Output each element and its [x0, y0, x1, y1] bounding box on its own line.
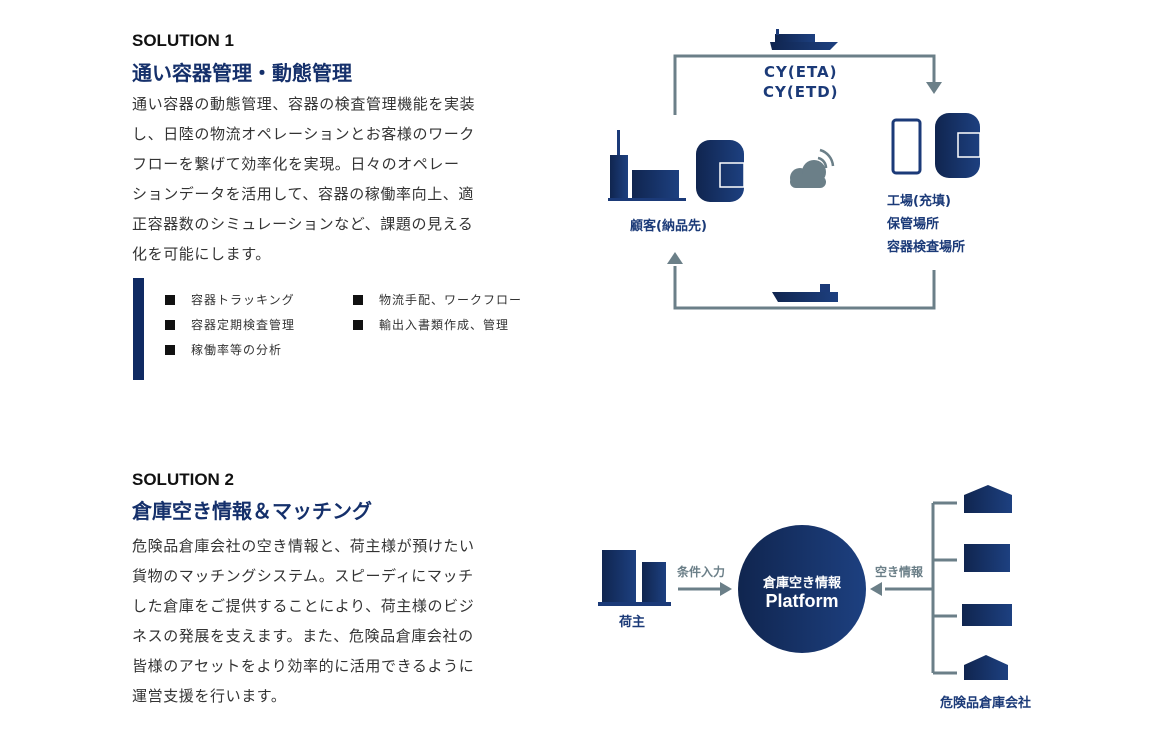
accent-bar [133, 278, 144, 380]
para-line: 化を可能にします。 [132, 245, 271, 263]
arrowhead [667, 252, 683, 264]
vacancy-label: 空き情報 [875, 565, 924, 579]
ship-icon [772, 284, 838, 302]
arrow-top [673, 54, 936, 115]
ship-icon [770, 29, 838, 50]
arrowhead [720, 582, 732, 596]
gas-cylinder-icon [696, 140, 745, 202]
warehouse-icon [962, 604, 1012, 626]
warehouse-icon [964, 544, 1010, 572]
para-line: フローを繋げて効率化を実現。日々のオペレー [132, 155, 460, 173]
customer-label: 顧客(納品先) [630, 219, 707, 234]
bullet-item: 物流手配、ワークフロー [353, 291, 522, 308]
solution1-paragraph: 通い容器の動態管理、容器の検査管理機能を実装 し、日陸の物流オペレーションとお客… [132, 89, 522, 269]
smartphone-icon [891, 118, 922, 175]
solution1-label: SOLUTION 1 [132, 31, 235, 50]
para-line: 運営支援を行います。 [132, 687, 287, 705]
input-label: 条件入力 [677, 565, 726, 579]
para-line: した倉庫をご提供することにより、荷主様のビジ [132, 597, 475, 615]
gas-cylinder-icon [935, 113, 981, 178]
warehouse-icon [964, 485, 1012, 513]
bullet-item: 稼働率等の分析 [165, 341, 282, 358]
shipper-label: 荷主 [619, 615, 646, 630]
factory-label: 工場(充填)保管場所容器検査場所 [887, 194, 966, 255]
platform-circle [738, 525, 866, 653]
platform-label: 倉庫空き情報 Platform [762, 576, 841, 611]
building-icon [598, 550, 671, 606]
solution2-label: SOLUTION 2 [132, 470, 235, 489]
warehouse-company-label: 危険品倉庫会社 [940, 696, 1032, 711]
para-line: 通い容器の動態管理、容器の検査管理機能を実装 [132, 95, 476, 113]
bullet-item: 容器トラッキング [165, 291, 295, 308]
para-line: 正容器数のシミュレーションなど、課題の見える [132, 215, 474, 233]
warehouse-icon [964, 655, 1008, 680]
arrow-bottom [673, 266, 936, 310]
arrowhead [926, 82, 942, 94]
warehouse-matching-diagram [598, 485, 1012, 680]
bullet-item: 容器定期検査管理 [165, 316, 295, 333]
para-line: 皆様のアセットをより効率的に活用できるように [132, 657, 475, 675]
para-line: ネスの発展を支えます。また、危険品倉庫会社の [132, 627, 474, 645]
para-line: し、日陸の物流オペレーションとお客様のワーク [132, 125, 475, 143]
arrowhead [870, 582, 882, 596]
para-line: 貨物のマッチングシステム。スピーディにマッチ [132, 567, 474, 585]
para-line: 危険品倉庫会社の空き情報と、荷主様が預けたい [132, 537, 475, 555]
para-line: ションデータを活用して、容器の稼働率向上、適 [132, 185, 475, 203]
cloud-icon [790, 148, 835, 188]
bullet-item: 輸出入書類作成、管理 [353, 316, 509, 333]
solution1-title: 通い容器管理・動態管理 [132, 61, 352, 85]
solution2-title: 倉庫空き情報＆マッチング [132, 499, 372, 523]
building-icon [608, 130, 686, 201]
container-flow-diagram [608, 29, 981, 310]
route-label: CY(ETA)CY(ETD) [763, 63, 839, 101]
solution2-paragraph: 危険品倉庫会社の空き情報と、荷主様が預けたい 貨物のマッチングシステム。スピーデ… [132, 531, 522, 711]
